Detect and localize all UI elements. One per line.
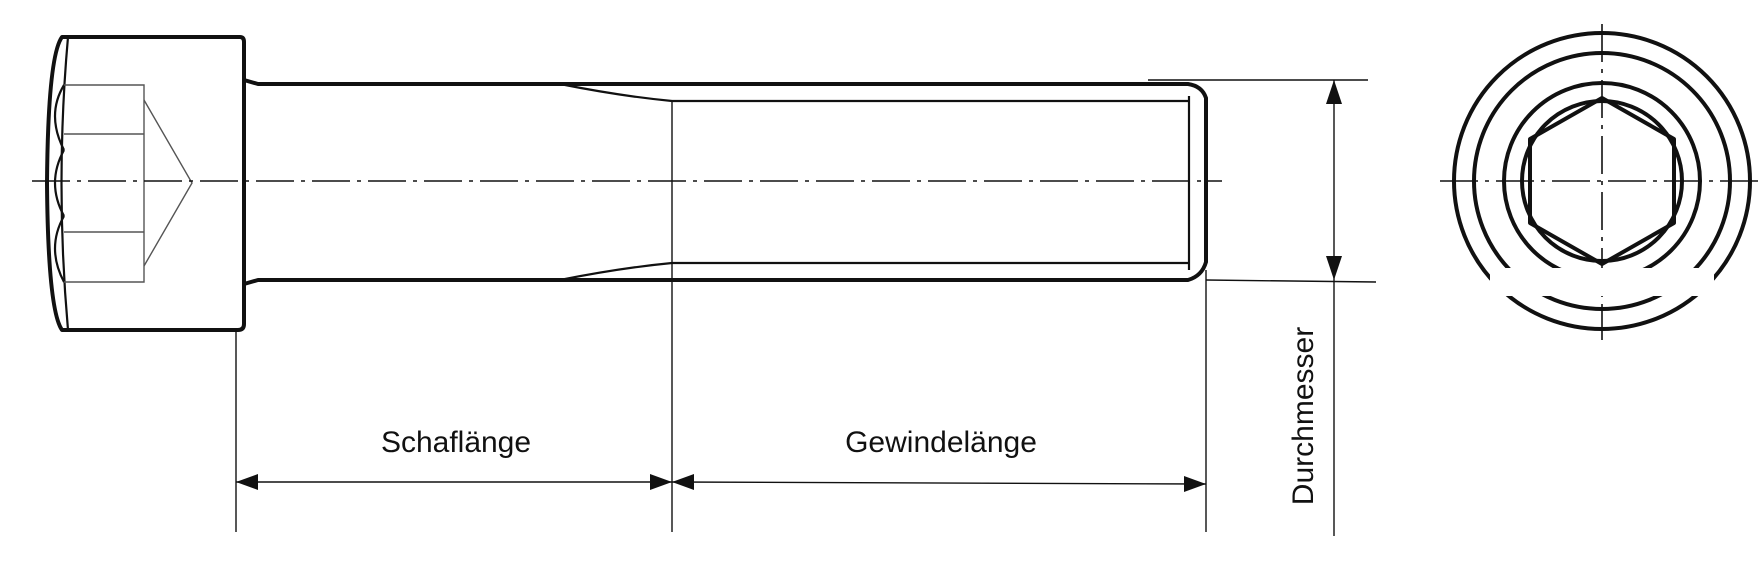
dimension-lines: Schaflänge Gewindelänge Durchmesser <box>235 79 1377 536</box>
thread-length-label: Gewindelänge <box>845 426 1037 459</box>
diameter-arrow-top <box>1326 80 1342 104</box>
thread-length-arrow-right <box>1184 476 1206 492</box>
screw-shank-outline <box>243 78 1208 286</box>
diameter-label: Durchmesser <box>1287 327 1320 505</box>
diameter-extension-bottom <box>1205 279 1377 283</box>
thread-root-top <box>559 82 1188 103</box>
screw-side-view <box>32 35 1222 332</box>
diameter-arrow-bottom <box>1326 256 1342 280</box>
screw-head-chamfer <box>60 36 70 331</box>
thread-length-dimension-line <box>671 481 1207 485</box>
hex-socket-hidden-lines <box>64 84 193 283</box>
shaft-length-arrow-right <box>650 474 672 490</box>
screw-head-outline <box>45 35 246 332</box>
end-view-break-mask <box>1490 268 1714 296</box>
screw-head-arc-lower <box>54 215 65 283</box>
shaft-length-arrow-left <box>236 474 258 490</box>
screw-end-view <box>1440 24 1762 340</box>
screw-head-arc-upper <box>54 84 65 151</box>
thread-length-arrow-left <box>672 474 694 490</box>
screw-head-arc-middle <box>54 149 65 217</box>
shaft-length-label: Schaflänge <box>381 426 531 459</box>
thread-root-bottom <box>559 261 1188 282</box>
